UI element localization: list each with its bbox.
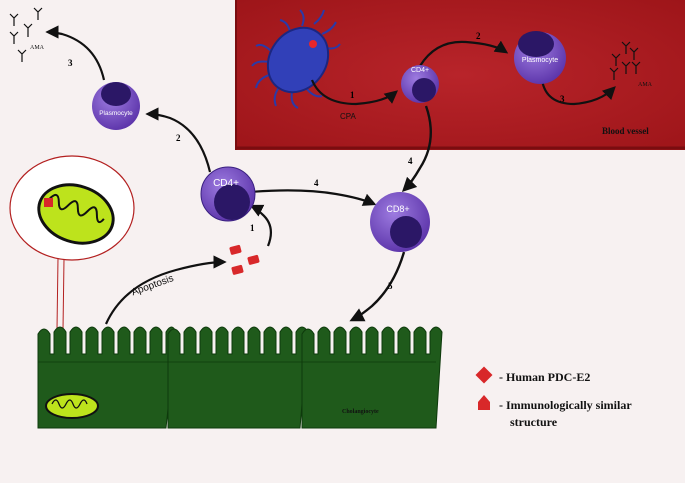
mitochondrion-callout (9, 155, 135, 401)
antibodies-tissue-icon (9, 7, 43, 62)
legend-pdc-e2-icon (475, 366, 493, 384)
cpa-label: CPA (340, 112, 357, 121)
legend-similar-structure-label-1: - Immunologically similar (499, 398, 632, 412)
blood-vessel-label: Blood vessel (602, 126, 649, 136)
cd4-cell-tissue: CD4+ (200, 166, 256, 222)
step-vessel-2: 2 (476, 31, 481, 41)
legend-similar-structure-label-2: structure (510, 415, 558, 429)
step-tissue-2: 2 (176, 133, 181, 143)
step-vessel-1: 1 (350, 90, 355, 100)
released-antigens-icon (229, 244, 260, 275)
mitochondrion-icon (37, 183, 115, 245)
arrow-antigen-to-cd4 (249, 204, 273, 247)
step-to-cd8-4: 4 (314, 178, 319, 188)
arrow-cd8-to-cholangiocytes (349, 251, 406, 322)
arrow-plasmocyte-to-ama (540, 79, 616, 106)
plasmocyte-cell-tissue: Plasmocyte (92, 82, 140, 130)
arrow-bacterium-to-cd4 (310, 79, 399, 106)
cholangiocyte-epithelium (37, 326, 443, 429)
ama-vessel-label: AMA (638, 82, 653, 88)
cd4-cell-vessel: CD4+ (401, 65, 439, 103)
cd4-vessel-label: CD4+ (411, 67, 429, 74)
step-tissue-3: 3 (68, 58, 73, 68)
plasmocyte-vessel-label: Plasmocyte (522, 57, 558, 64)
step-tissue-1: 1 (250, 223, 255, 233)
apoptosis-label: Apoptosis (130, 273, 175, 298)
legend-similar-structure-icon (478, 395, 490, 410)
arrow-cd4-to-cd8 (249, 189, 377, 206)
mitochondrion-in-cell-icon (45, 393, 99, 419)
step-vessel-to-cd8-4: 4 (408, 156, 413, 166)
antibodies-vessel-icon (609, 41, 641, 80)
plasmocyte-tissue-label: Plasmocyte (99, 110, 133, 117)
arrow-cd4-to-plasmocyte-tissue (145, 107, 212, 173)
cd4-tissue-label: CD4+ (213, 178, 239, 189)
cholangiocyte-label: Cholangiocyte (342, 409, 379, 415)
cd8-label: CD8+ (386, 204, 409, 214)
legend-pdc-e2-label: - Human PDC-E2 (499, 370, 590, 384)
arrow-vessel-cd4-to-cd8 (401, 105, 432, 193)
arrow-apoptosis (104, 255, 227, 325)
arrow-plasmocyte-to-ama-tissue (45, 25, 106, 81)
bacterium-icon (251, 9, 341, 109)
ama-tissue-label: AMA (30, 45, 45, 51)
arrow-cd4-to-plasmocyte (419, 40, 509, 67)
step-vessel-3: 3 (560, 94, 565, 104)
legend: - Human PDC-E2 - Immunologically similar… (475, 366, 632, 429)
step-cd8-5: 5 (388, 281, 393, 291)
plasmocyte-cell-vessel: Plasmocyte (514, 31, 566, 84)
cd8-cell: CD8+ (370, 192, 430, 252)
